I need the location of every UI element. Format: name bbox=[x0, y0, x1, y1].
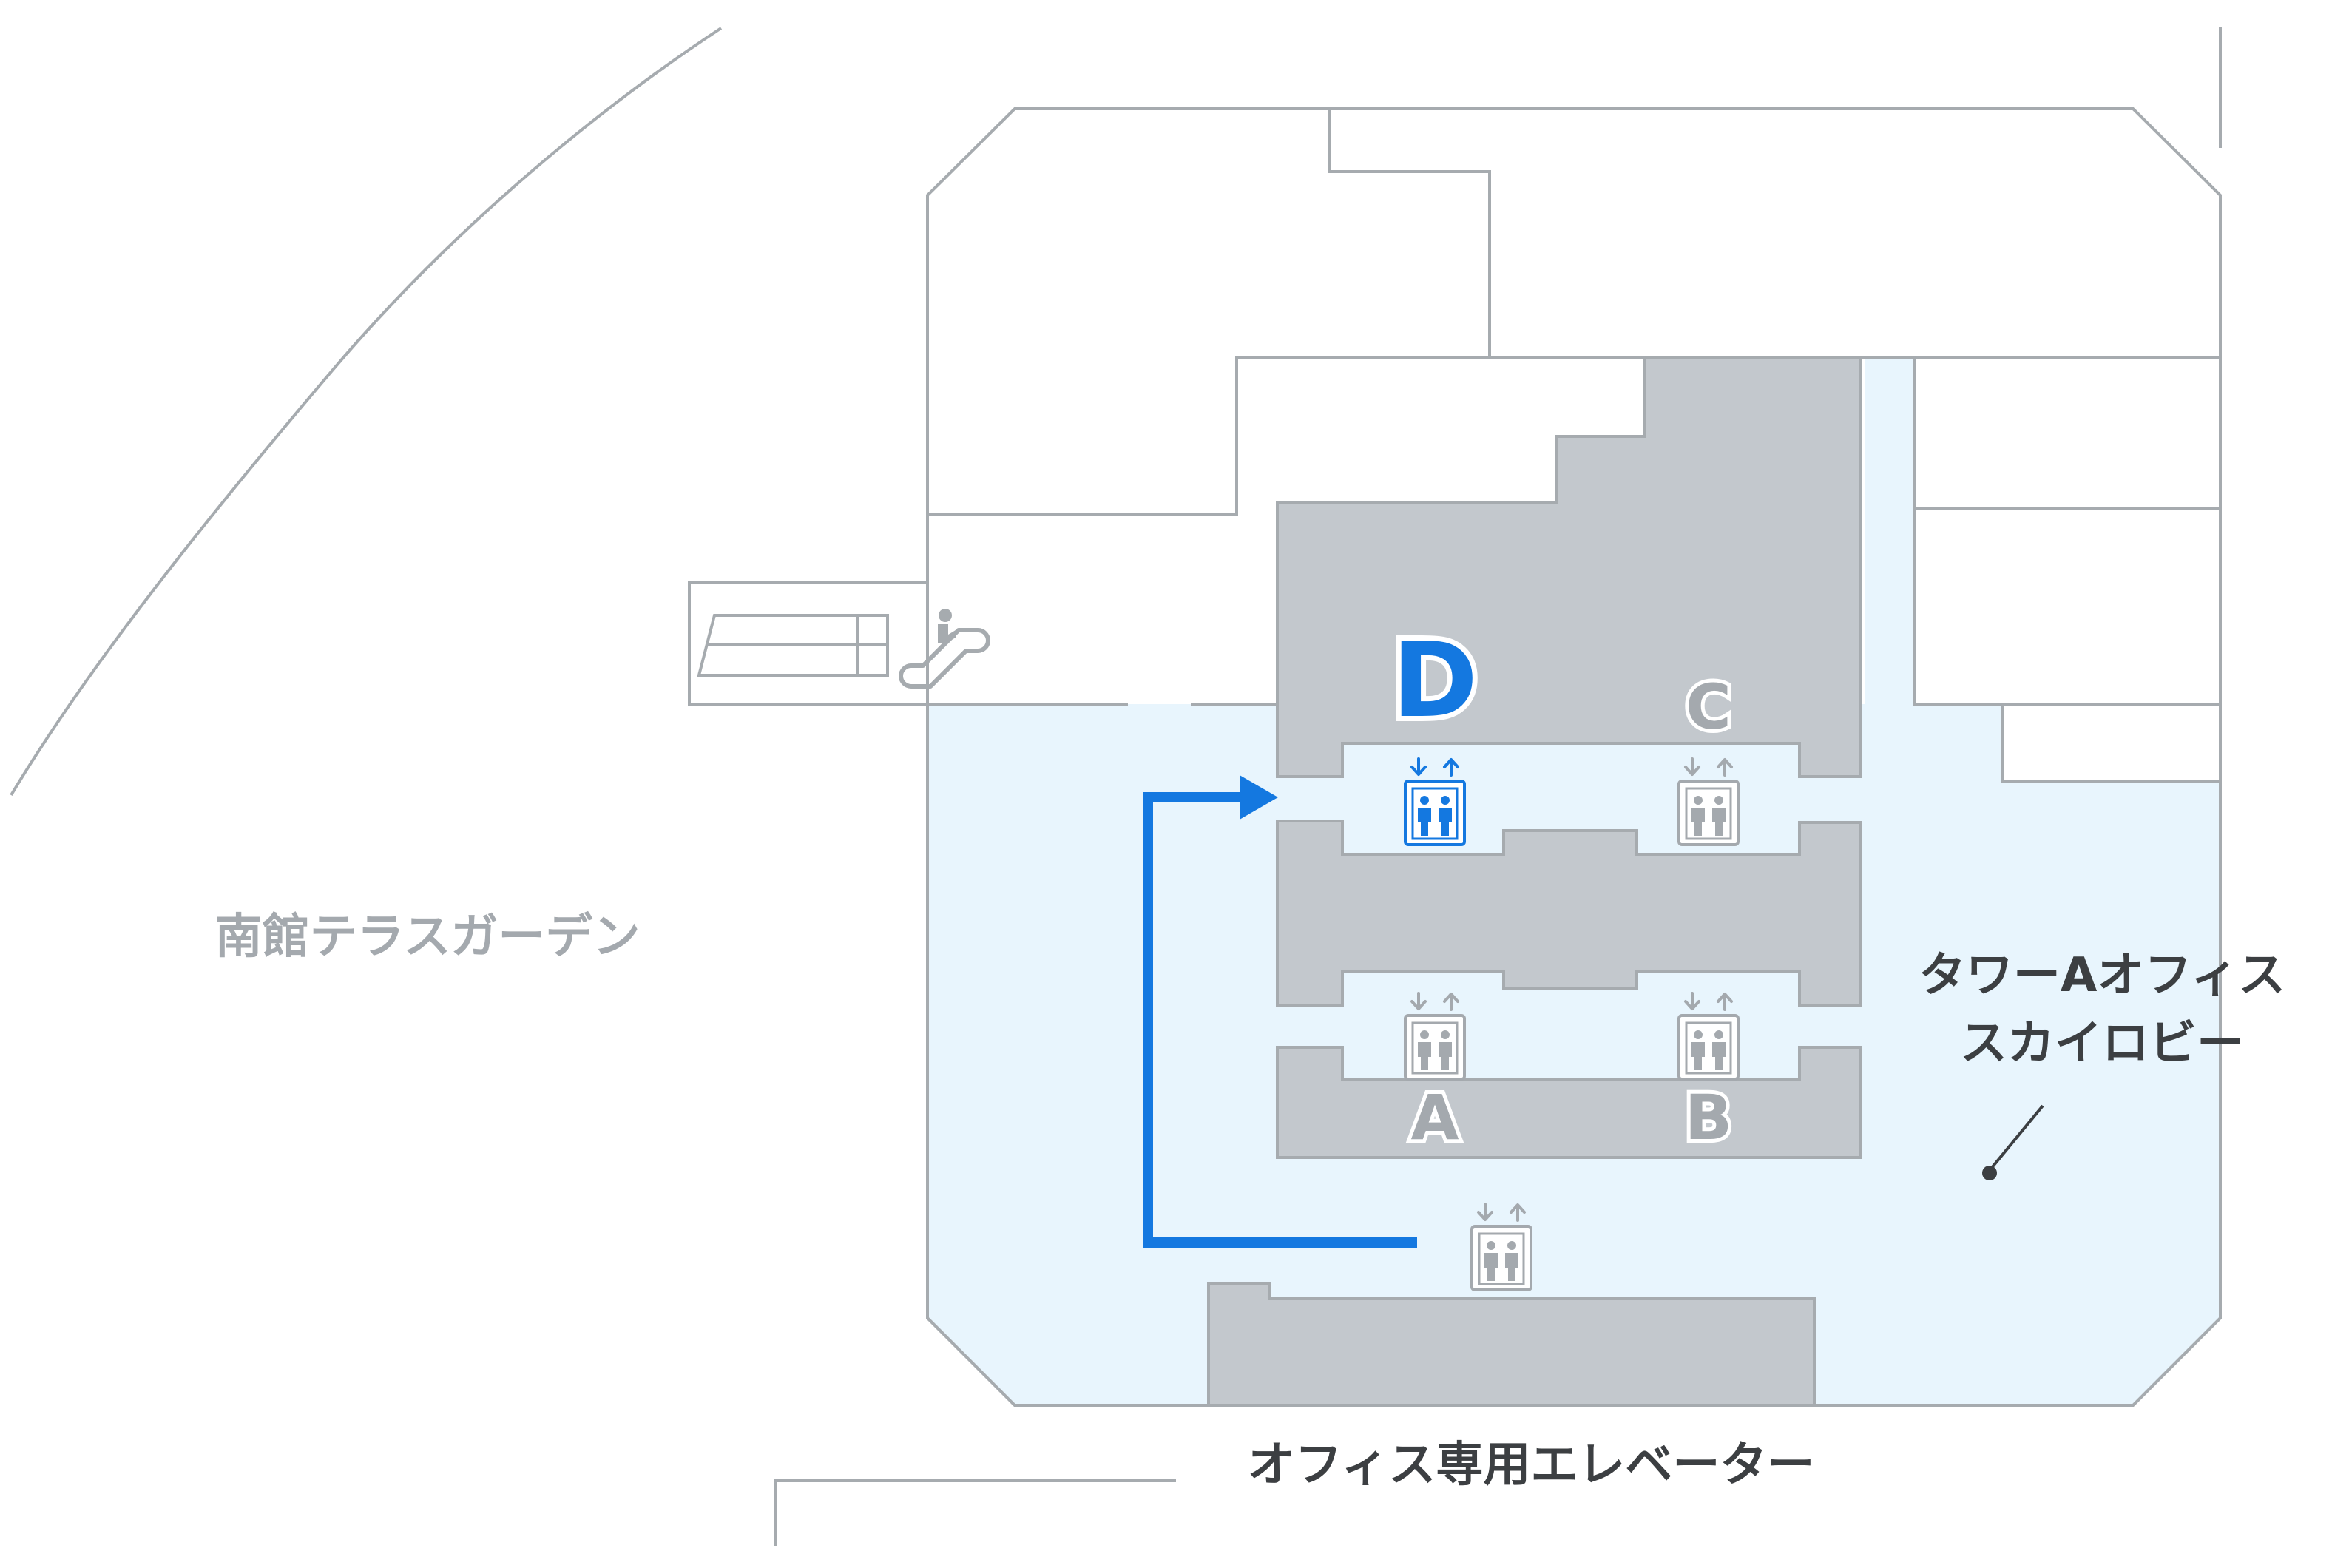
boundary-line-bottom bbox=[774, 1479, 1176, 1546]
bank-letter-a: A bbox=[1410, 1081, 1459, 1154]
escalator-area bbox=[697, 614, 889, 677]
label-office-elevator: オフィス専用エレベーター bbox=[1248, 1438, 1815, 1493]
bank-letter-b: B bbox=[1685, 1081, 1732, 1154]
lobby-leader-line bbox=[1990, 1104, 2044, 1170]
label-south-terrace: 南館テラスガーデン bbox=[215, 910, 641, 964]
service-core-middle bbox=[1276, 820, 1862, 1007]
label-sky-lobby-line2: スカイロビー bbox=[1960, 1016, 2244, 1071]
service-core-upper bbox=[1276, 356, 1862, 778]
bank-letter-c: C bbox=[1686, 671, 1731, 743]
label-sky-lobby-line1: タワーAオフィス bbox=[1919, 948, 2285, 1003]
location-dot-icon bbox=[1982, 1166, 1997, 1180]
escalator-icon bbox=[899, 609, 990, 689]
boundary-curve bbox=[10, 27, 723, 797]
bank-letter-d: D bbox=[1392, 621, 1478, 741]
route-arrow-icon bbox=[1143, 775, 1417, 1248]
service-core-bottom bbox=[1207, 1282, 1816, 1407]
service-core-lower bbox=[1276, 1046, 1862, 1159]
